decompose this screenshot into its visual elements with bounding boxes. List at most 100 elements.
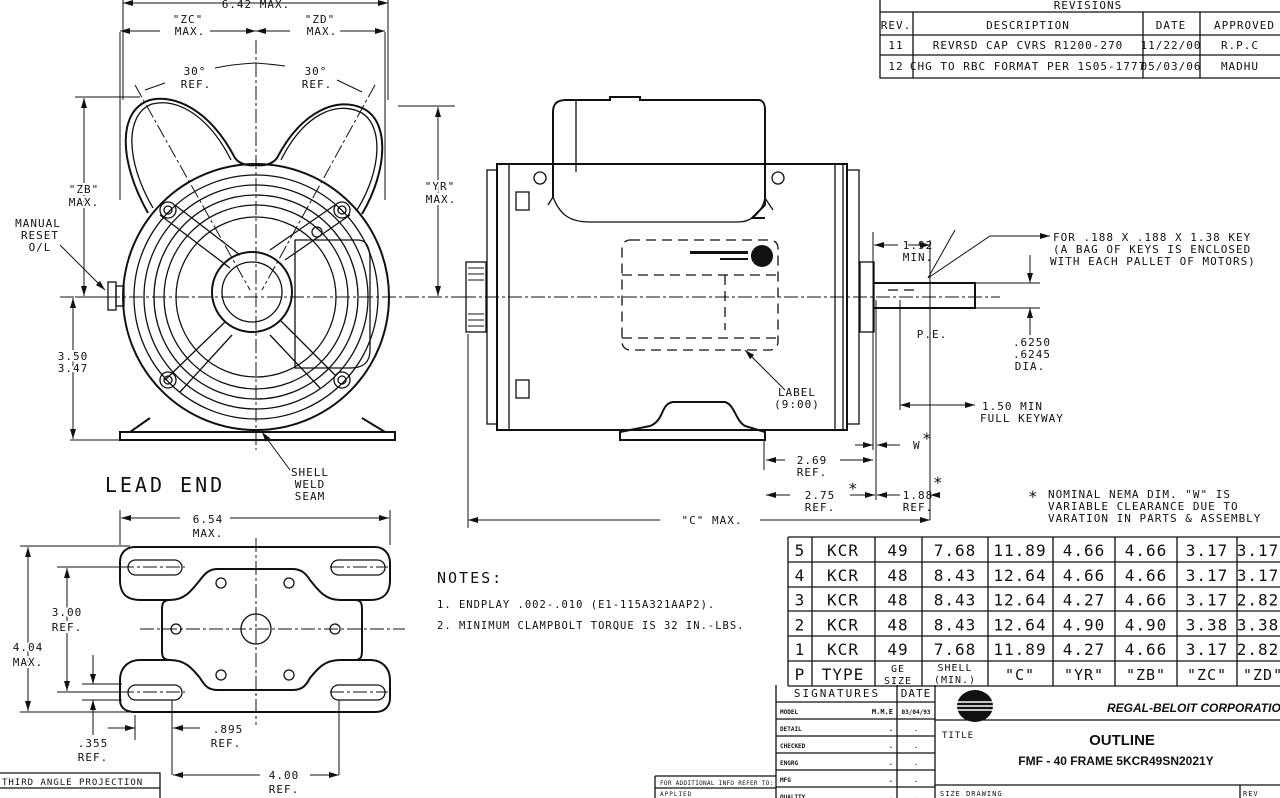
dim-400-ref: REF. (269, 783, 300, 796)
table-cell: 8.43 (934, 566, 977, 585)
table-cell: 3.17 (1186, 591, 1229, 610)
signature-cell: . (889, 776, 893, 784)
dim-269-ref: REF. (797, 466, 828, 479)
dim-269: 2.69 (797, 454, 828, 467)
table-header-p: P (795, 665, 806, 684)
table-cell: 3 (795, 591, 806, 610)
table-header-zc: "ZC" (1187, 666, 1227, 684)
rev-date: 05/03/06 (1141, 60, 1202, 73)
projection-label: THIRD ANGLE PROJECTION (2, 778, 143, 788)
signature-cell: . (889, 793, 893, 798)
table-cell: 1 (795, 640, 806, 659)
hole-spacing-ref: REF. (52, 621, 83, 634)
manual-reset-label: O/L (29, 241, 52, 254)
side-view: 1.92 MIN. FOR .188 X .188 X 1.38 KEY (A … (462, 96, 1260, 528)
dim-188: 1.88 (903, 489, 934, 502)
w-dim: W (913, 439, 921, 452)
signature-cell: . (889, 725, 893, 733)
label-callout: (9:00) (774, 398, 820, 411)
rev-approved: R.P.C (1221, 39, 1259, 52)
table-cell: 3.17 (1237, 541, 1280, 560)
table-cell: 11.89 (993, 541, 1046, 560)
applied-label: APPLIED (660, 791, 692, 798)
signature-cell: DETAIL (780, 726, 802, 733)
table-cell: 12.64 (993, 615, 1046, 634)
manual-reset-label: RESET (21, 229, 59, 242)
dim-275: 2.75 (805, 489, 836, 502)
logo-text: REGAL (995, 704, 1016, 710)
key-note: (A BAG OF KEYS IS ENCLOSED (1053, 243, 1251, 256)
asterisk: * (922, 429, 933, 448)
dim-355-ref: REF. (78, 751, 109, 764)
label-logo-icon (751, 245, 773, 267)
note-item: 2. MINIMUM CLAMPBOLT TORQUE IS 32 IN.-LB… (437, 620, 745, 632)
date-header: DATE (901, 687, 932, 700)
table-cell: 48 (887, 615, 908, 634)
table-cell: 48 (887, 591, 908, 610)
table-cell: 4.66 (1125, 566, 1168, 585)
table-cell: 3.17 (1186, 640, 1229, 659)
height-min: 3.47 (58, 362, 89, 375)
table-cell: 3.17 (1186, 541, 1229, 560)
table-cell: 7.68 (934, 640, 977, 659)
overall-width-dim: 6.42 MAX. (222, 0, 291, 11)
table-cell: 3.17 (1237, 566, 1280, 585)
shell-weld-label: SHELL (291, 466, 329, 479)
table-cell: KCR (827, 566, 859, 585)
signature-cell: . (914, 743, 918, 750)
regal-logo: REGAL (950, 690, 1030, 722)
asterisk: * (933, 473, 944, 492)
zb-max: MAX. (69, 196, 100, 209)
asterisk: * (1028, 487, 1039, 506)
signature-cell: . (914, 794, 918, 798)
bolt-icon (159, 371, 177, 389)
table-cell: 2.82 (1237, 640, 1280, 659)
size-drawing-label: SIZE DRAWING (940, 790, 1003, 798)
yr-dim: "YR" (425, 180, 456, 193)
table-cell: 11.89 (993, 640, 1046, 659)
nominal-note: NOMINAL NEMA DIM. "W" IS (1048, 488, 1231, 501)
rev-label: REV (1243, 790, 1259, 798)
table-cell: KCR (827, 640, 859, 659)
notes: NOTES: 1. ENDPLAY .002-.010 (E1-115A321A… (437, 569, 745, 632)
dim-895: .895 (213, 723, 244, 736)
c-max-dim: "C" MAX. (682, 514, 743, 527)
table-header-c: "C" (1005, 666, 1035, 684)
front-view: 6.42 MAX. "ZC" MAX. "ZD" MAX. 30° REF. 3… (15, 0, 470, 503)
angle-right-ref: REF. (302, 78, 333, 91)
approved-header: APPROVED (1214, 19, 1275, 32)
lead-end-label: LEAD END (105, 473, 225, 497)
table-cell: 4.27 (1063, 591, 1106, 610)
signature-cell: 03/04/93 (902, 709, 931, 716)
table-cell: 4.66 (1063, 566, 1106, 585)
angle-left: 30° (184, 65, 207, 78)
shaft-dia-label: DIA. (1015, 360, 1046, 373)
pe-label: P.E. (917, 328, 948, 341)
table-header-shell: (MIN.) (934, 675, 976, 686)
zc-max: MAX. (175, 25, 206, 38)
table-cell: 8.43 (934, 615, 977, 634)
angle-right: 30° (305, 65, 328, 78)
nominal-note: VARIABLE CLEARANCE DUE TO (1048, 500, 1239, 513)
table-cell: 4 (795, 566, 806, 585)
table-cell: 8.43 (934, 591, 977, 610)
table-cell: 12.64 (993, 591, 1046, 610)
shaft-length-dim: 1.92 (903, 239, 934, 252)
table-header-yr: "YR" (1064, 666, 1104, 684)
manual-reset-label: MANUAL (15, 217, 61, 230)
table-cell: 4.66 (1125, 640, 1168, 659)
yr-max: MAX. (426, 193, 457, 206)
asterisk: * (848, 479, 859, 498)
base-depth-max: MAX. (13, 656, 44, 669)
rev-date: 11/22/00 (1141, 39, 1202, 52)
label-callout: LABEL (778, 386, 816, 399)
table-cell: 4.66 (1063, 541, 1106, 560)
shaft-dia-min: .6245 (1013, 348, 1051, 361)
table-cell: KCR (827, 615, 859, 634)
bolt-icon (333, 201, 351, 219)
height-max: 3.50 (58, 350, 89, 363)
signature-cell: ENGRG (780, 760, 798, 767)
company-name: REGAL-BELOIT CORPORATION (1107, 701, 1280, 715)
